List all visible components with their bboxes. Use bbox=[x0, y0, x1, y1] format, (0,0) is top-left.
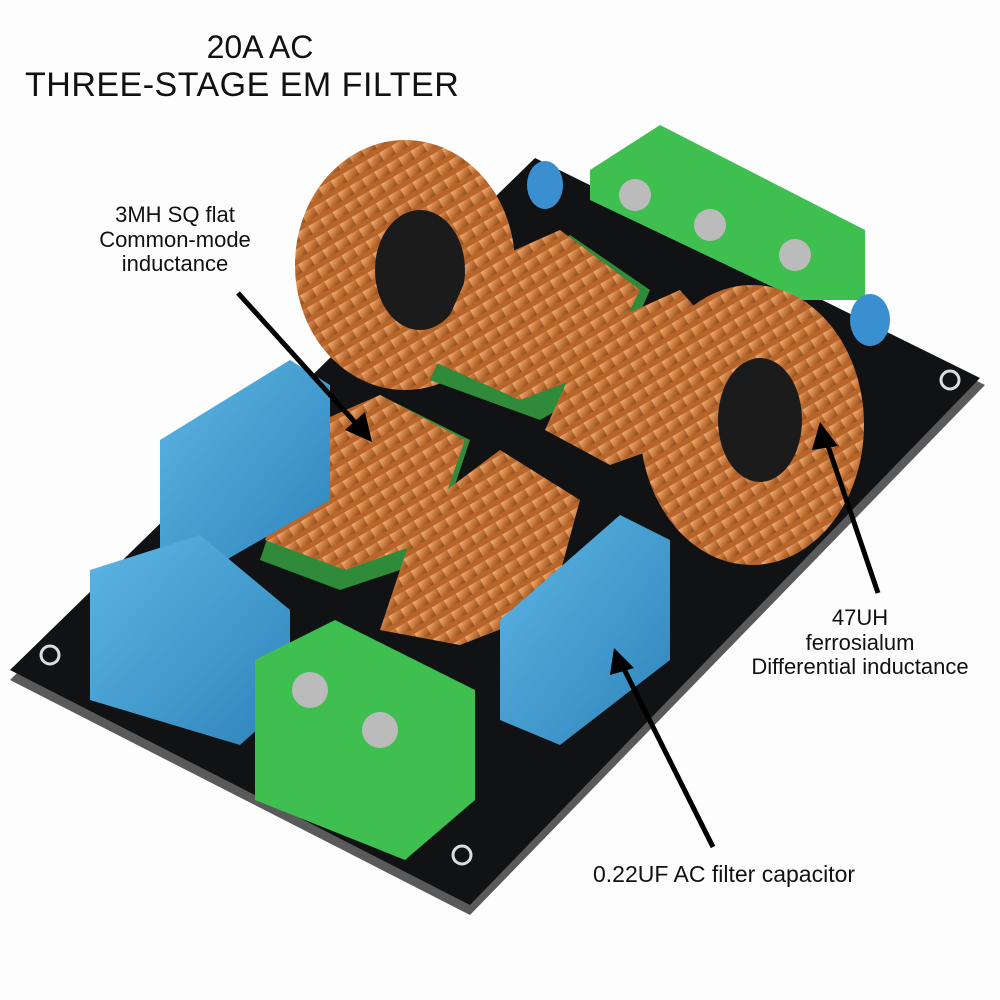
arrow-differential bbox=[823, 439, 881, 594]
differential-inductors bbox=[260, 230, 715, 645]
arrows bbox=[236, 291, 881, 849]
x-capacitors bbox=[90, 360, 670, 745]
label-line: ferrosialum bbox=[805, 629, 915, 655]
y-capacitors bbox=[527, 161, 890, 346]
arrow-capacitor bbox=[619, 663, 716, 849]
title-line-2: THREE-STAGE EM FILTER bbox=[25, 66, 460, 104]
terminal-block-top bbox=[590, 125, 865, 300]
label-differential-inductance: 47UH ferrosialum Differential inductance bbox=[720, 605, 1000, 680]
label-line: Common-mode bbox=[99, 226, 251, 252]
title-line-1: 20A AC bbox=[206, 29, 314, 65]
label-line: 47UH bbox=[831, 605, 889, 630]
label-common-mode-inductance: 3MH SQ flat Common-mode inductance bbox=[60, 202, 290, 277]
terminal-block-bottom bbox=[255, 620, 475, 860]
arrow-common-mode bbox=[236, 291, 362, 430]
label-line: inductance bbox=[121, 251, 229, 277]
label-line: 3MH SQ flat bbox=[115, 202, 235, 227]
label-line: Differential inductance bbox=[751, 654, 969, 680]
label-filter-capacitor: 0.22UF AC filter capacitor bbox=[593, 861, 856, 887]
